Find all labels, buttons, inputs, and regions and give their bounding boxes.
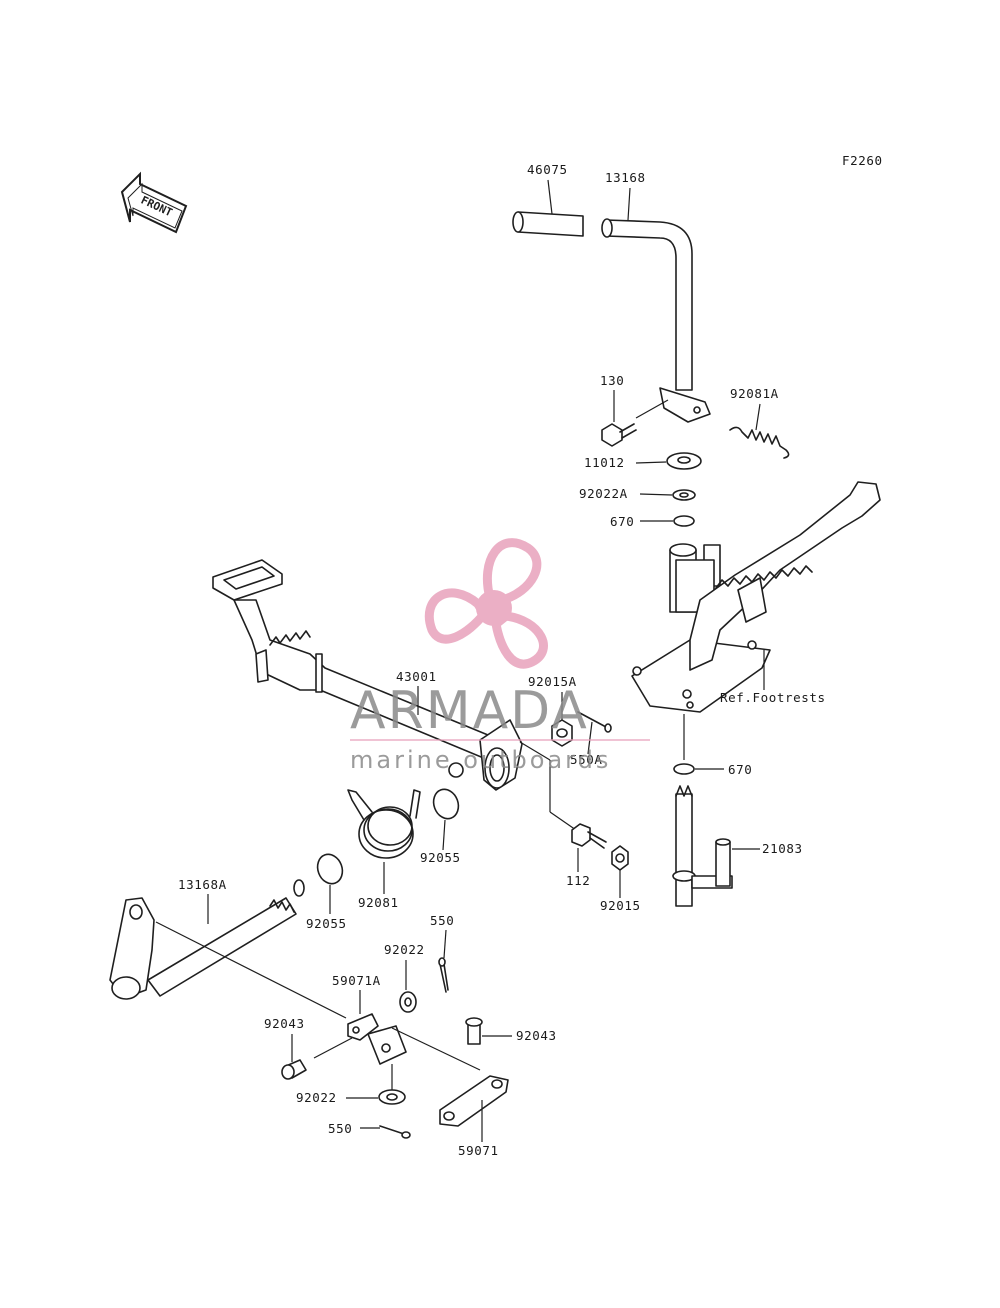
label-59071: 59071: [458, 1143, 499, 1158]
label-92022-lower: 92022: [296, 1090, 337, 1105]
front-arrow-icon: FRONT: [120, 171, 188, 234]
label-92043-right: 92043: [516, 1028, 557, 1043]
label-550A: 550A: [570, 752, 603, 767]
label-13168: 13168: [605, 170, 646, 185]
pin-92043-left-part: [281, 1059, 307, 1080]
diagram-code: F2260: [842, 153, 883, 168]
label-21083: 21083: [762, 841, 803, 856]
handle-bar-part: [601, 218, 711, 423]
label-92055-lower: 92055: [306, 916, 347, 931]
label-112: 112: [566, 873, 590, 888]
nut-92015-part: [611, 845, 629, 871]
bolt-112-part: [571, 823, 607, 849]
label-670-lower: 670: [728, 762, 752, 777]
label-59071A: 59071A: [332, 973, 381, 988]
grip-part: [512, 211, 584, 237]
o-ring-92055-lower-part: [316, 853, 344, 885]
bolt-130-part: [601, 423, 637, 447]
o-ring-670-upper-part: [673, 515, 695, 527]
label-92043-left: 92043: [264, 1016, 305, 1031]
o-ring-92055-upper-part: [432, 788, 460, 820]
watermark-tagline: marine outboards: [350, 746, 611, 774]
propeller-logo-icon: [424, 538, 548, 669]
label-11012: 11012: [584, 455, 625, 470]
footrest-assembly-part: [631, 481, 881, 713]
label-46075: 46075: [527, 162, 568, 177]
watermark-brand: ARMADA: [350, 681, 589, 741]
clevis-59071A-part: [347, 1013, 407, 1065]
label-92022A: 92022A: [579, 486, 628, 501]
spring-92081-part: [347, 789, 421, 859]
washer-92022A-part: [672, 489, 696, 501]
label-550-upper: 550: [430, 913, 454, 928]
cotter-pin-550-lower-part: [379, 1125, 411, 1139]
label-13168A: 13168A: [178, 877, 227, 892]
label-92081A: 92081A: [730, 386, 779, 401]
washer-92022-upper-part: [399, 991, 417, 1013]
cotter-pin-550-upper-part: [438, 957, 449, 993]
label-670-upper: 670: [610, 514, 634, 529]
label-550-lower: 550: [328, 1121, 352, 1136]
washer-92022-lower-part: [378, 1089, 406, 1105]
cotter-pin-550A-part: [577, 711, 612, 733]
label-92081: 92081: [358, 895, 399, 910]
label-92015: 92015: [600, 898, 641, 913]
reference-note: Ref.Footrests: [720, 690, 826, 705]
o-ring-670-lower-part: [673, 763, 695, 775]
label-130: 130: [600, 373, 624, 388]
washer-11012-part: [666, 452, 702, 470]
brake-pedal-43001-part: [212, 559, 523, 791]
link-plate-59071-part: [439, 1075, 509, 1127]
label-92055-upper: 92055: [420, 850, 461, 865]
label-92022-upper: 92022: [384, 942, 425, 957]
spring-92081A-part: [729, 426, 790, 459]
label-43001: 43001: [396, 669, 437, 684]
watermark: ARMADA marine outboards: [350, 538, 650, 774]
brake-shaft-13168A-part: [109, 879, 305, 1000]
label-92015A: 92015A: [528, 674, 577, 689]
shaft-21083-part: [672, 785, 733, 907]
pin-92043-right-part: [465, 1017, 483, 1045]
